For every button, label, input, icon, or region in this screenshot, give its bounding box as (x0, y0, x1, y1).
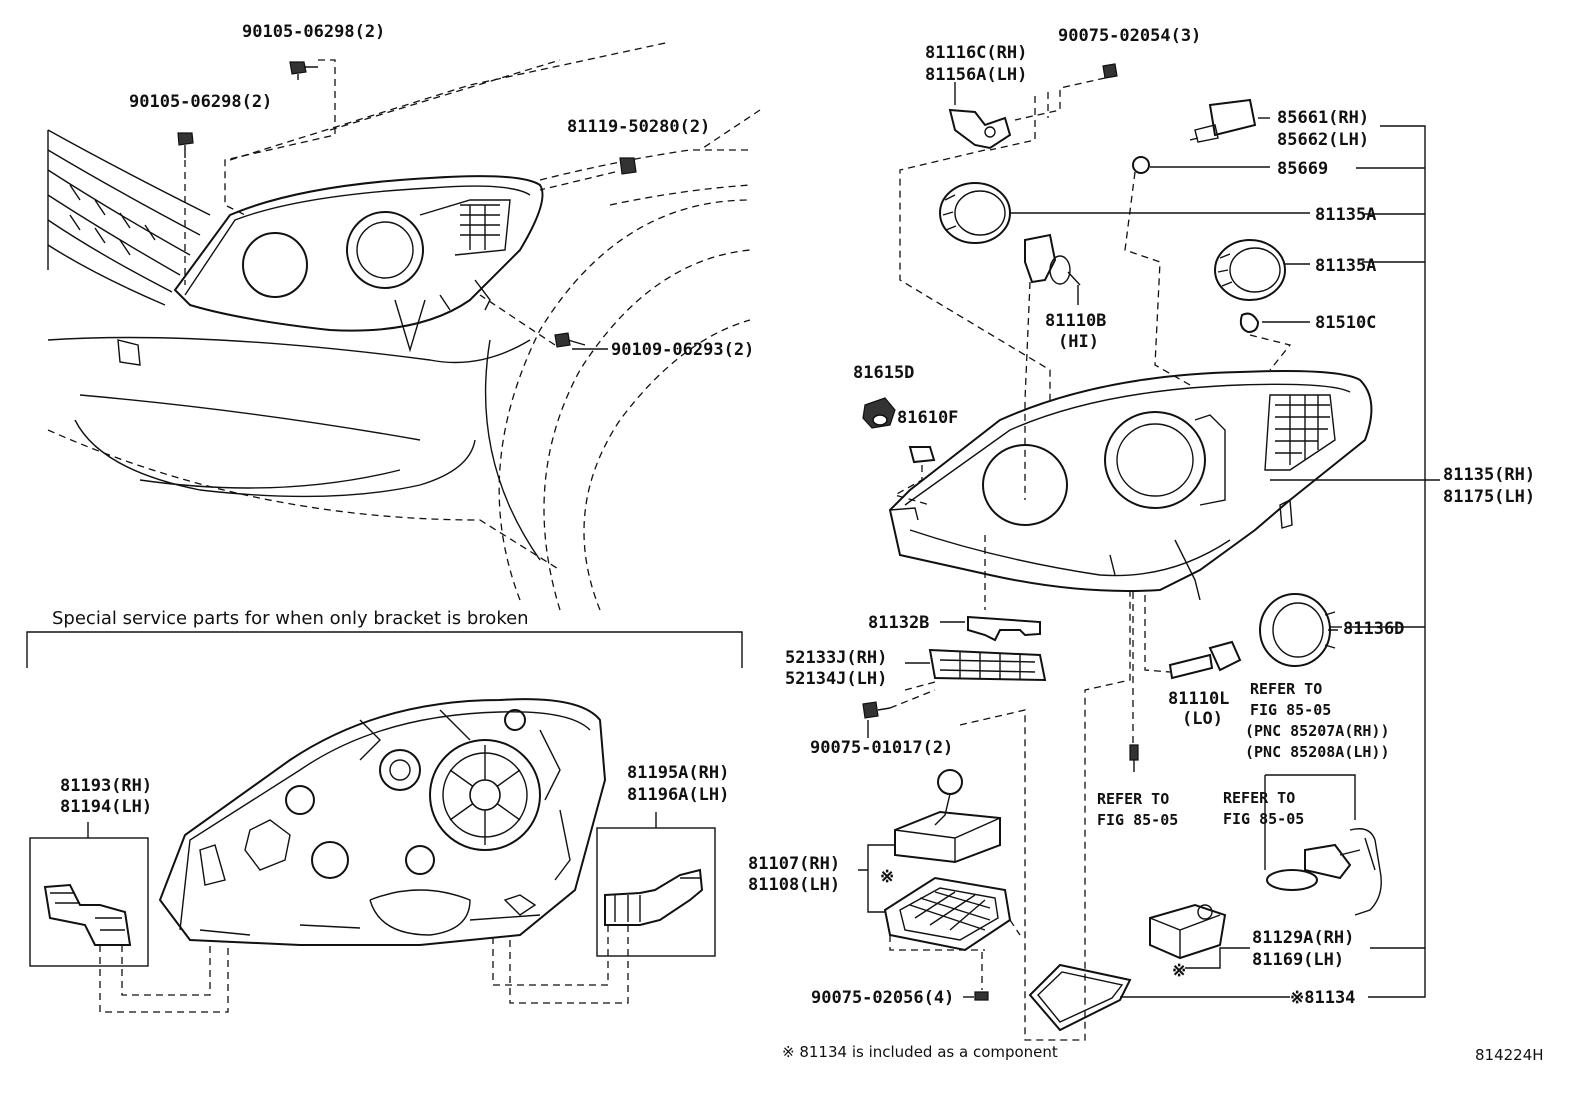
label-right-bracket-lh: 81196A(LH) (627, 785, 729, 805)
label-gasket: ※81134 (1290, 988, 1355, 1008)
refer-right-line3: (PNC 85207A(RH)) (1245, 722, 1390, 740)
label-bulb-lo: 81110L (1168, 689, 1229, 709)
actuator-part (1189, 98, 1257, 143)
oring-part (1132, 156, 1150, 174)
ballast-part (894, 769, 1001, 864)
bolt-left-icon (177, 132, 194, 158)
sensor-part (862, 397, 896, 429)
clip-icon (619, 157, 637, 175)
label-screw: 90109-06293(2) (611, 340, 754, 360)
label-bulb-hi: 81110B (1045, 311, 1106, 331)
bracket-section: Special service parts for when only brac… (26, 608, 743, 1013)
refer-right2-line1: REFER TO (1223, 789, 1295, 807)
bracket-small-part (967, 615, 1041, 642)
bracket-top-part (948, 108, 1012, 150)
label-headlamp-lh: 81175(LH) (1443, 487, 1535, 507)
refer-right2-line2: FIG 85-05 (1223, 810, 1304, 828)
refer-right-line4: (PNC 85208A(LH)) (1245, 743, 1390, 761)
label-plate-rh: 52133J(RH) (785, 648, 887, 668)
bulb-side-part (908, 446, 936, 464)
gasket-part (1028, 963, 1132, 1032)
label-leveling-rh: 81129A(RH) (1252, 928, 1354, 948)
bolt-top-icon (1102, 63, 1118, 79)
headlamp-small (173, 175, 544, 353)
label-bulb-hi-sub: (HI) (1058, 332, 1099, 352)
label-bolt-bottom: 90075-02056(4) (811, 988, 954, 1008)
label-plate-lh: 52134J(LH) (785, 669, 887, 689)
vehicle-front-view: 90105-06298(2) 90105-06298(2) 81119-5028… (47, 22, 761, 611)
label-bolt-plate: 90075-01017(2) (810, 738, 953, 758)
label-cover2: 81135A (1315, 256, 1376, 276)
figure-code: 814224H (1475, 1046, 1544, 1064)
headlamp-large (888, 370, 1373, 601)
bulb-hi-part (1024, 233, 1081, 286)
bolt-plate-icon (862, 701, 891, 719)
exploded-parts: ※ (748, 26, 1535, 1041)
right-bracket-box (596, 827, 716, 957)
label-leveling-lh: 81169(LH) (1252, 950, 1344, 970)
label-bolt-top: 90075-02054(3) (1058, 26, 1201, 46)
label-sensor: 81615D (853, 363, 914, 383)
label-bracket-small: 81132B (868, 613, 929, 633)
label-bracket-top-rh: 81116C(RH) (925, 43, 1027, 63)
ballast-cover-part (883, 876, 1012, 952)
label-bolt-upper: 90105-06298(2) (242, 22, 385, 42)
label-bracket-top-lh: 81156A(LH) (925, 65, 1027, 85)
ballast-mark: ※ (880, 867, 894, 887)
cover1-part (939, 182, 1011, 244)
bulb-lo-part (1168, 640, 1242, 680)
left-bracket-part (43, 883, 132, 946)
socket-part (1239, 312, 1260, 334)
label-headlamp-rh: 81135(RH) (1443, 465, 1535, 485)
cover2-part (1214, 239, 1286, 301)
headlamp-rear-housing (158, 698, 607, 946)
refer-right-line2: FIG 85-05 (1250, 701, 1331, 719)
label-bulb-lo-sub: (LO) (1182, 709, 1223, 729)
refer-mid-line1: REFER TO (1097, 790, 1169, 808)
label-right-bracket-rh: 81195A(RH) (627, 763, 729, 783)
label-ballast-lh: 81108(LH) (748, 875, 840, 895)
label-bulb-side: 81610F (897, 408, 958, 428)
label-cover1: 81135A (1315, 205, 1376, 225)
wire-harness-part (1266, 828, 1382, 916)
grille (47, 129, 211, 306)
left-bracket-box (29, 837, 149, 967)
bracket-section-title: Special service parts for when only brac… (52, 608, 529, 629)
label-actuator-rh: 85661(RH) (1277, 108, 1369, 128)
label-actuator-lh: 85662(LH) (1277, 130, 1369, 150)
label-bolt-left: 90105-06298(2) (129, 92, 272, 112)
plate-part (928, 648, 1047, 682)
label-left-bracket-lh: 81194(LH) (60, 797, 152, 817)
label-clip: 81119-50280(2) (567, 117, 710, 137)
label-ballast-rh: 81107(RH) (748, 854, 840, 874)
leveling-motor-part (1149, 903, 1227, 960)
footnote: ※ 81134 is included as a component (782, 1043, 1058, 1061)
bolt-upper-icon (289, 61, 318, 80)
leveling-mark: ※ (1172, 961, 1186, 981)
label-oring: 85669 (1277, 159, 1328, 179)
cover3-part (1259, 593, 1338, 667)
refer-right-line1: REFER TO (1250, 680, 1322, 698)
bolt-bottom-icon (974, 991, 989, 1001)
screw-refer-icon (1129, 744, 1139, 772)
right-bracket-part (604, 868, 704, 926)
label-socket: 81510C (1315, 313, 1376, 333)
screw-icon (554, 332, 586, 348)
refer-mid-line2: FIG 85-05 (1097, 811, 1178, 829)
label-cover3: 81136D (1343, 619, 1404, 639)
label-left-bracket-rh: 81193(RH) (60, 776, 152, 796)
